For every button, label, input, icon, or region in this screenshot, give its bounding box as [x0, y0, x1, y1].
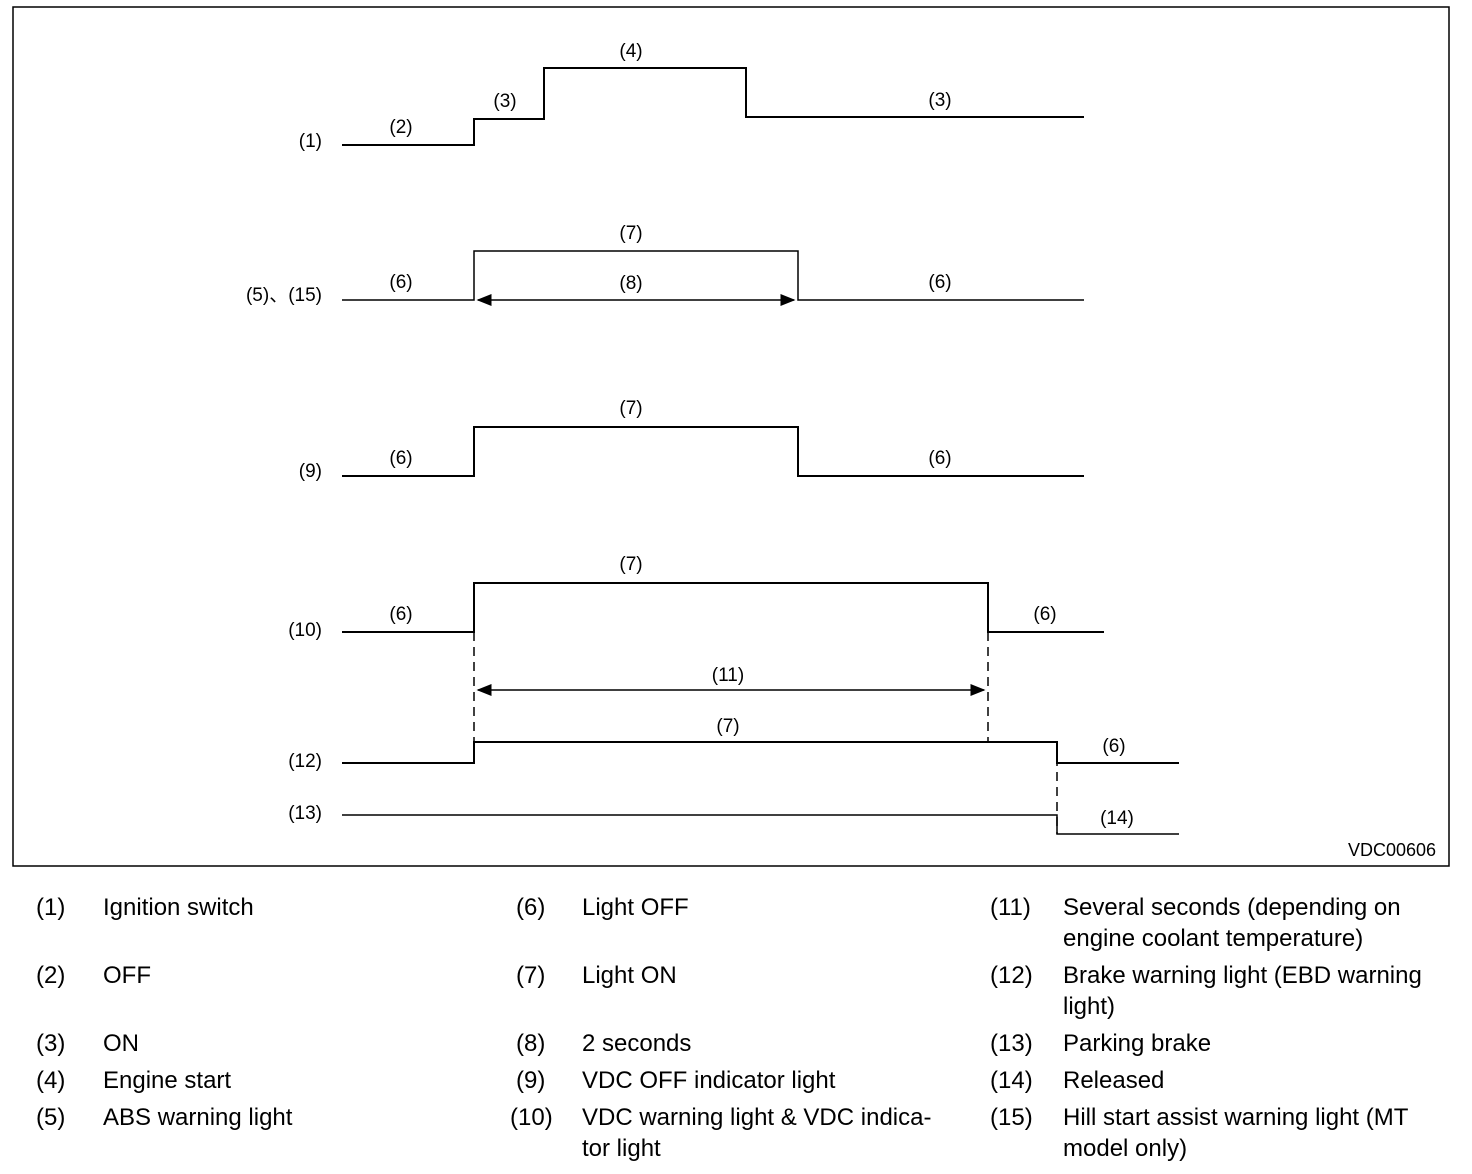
row-label-abs: (5)、(15)	[246, 285, 322, 306]
vdc-warning-waveform	[342, 582, 1104, 633]
legend-number: (7)	[516, 962, 546, 989]
ignition-waveform	[342, 67, 1084, 146]
legend-text: Brake warning light (EBD warning light)	[1063, 962, 1422, 1020]
row-label-parking: (13)	[288, 803, 322, 824]
legend-text: VDC warning light & VDC indica- tor ligh…	[582, 1104, 932, 1162]
state-label-light-on: (7)	[619, 398, 642, 419]
row-label-ignition: (1)	[299, 131, 322, 152]
state-label-light-off: (6)	[389, 272, 412, 293]
legend-number: (14)	[990, 1067, 1033, 1094]
legend-number: (15)	[990, 1104, 1033, 1131]
state-label-light-off: (6)	[1102, 736, 1125, 757]
parking-waveform	[342, 814, 1179, 835]
state-label-light-on: (7)	[619, 554, 642, 575]
state-label-light-on: (7)	[619, 223, 642, 244]
legend-text: Released	[1063, 1067, 1165, 1094]
legend-number: (11)	[990, 894, 1031, 921]
abs-waveform	[342, 250, 1084, 301]
duration-label-several-seconds: (11)	[712, 665, 744, 686]
legend-text: VDC OFF indicator light	[582, 1067, 836, 1094]
state-label-on: (3)	[493, 91, 516, 112]
legend-text: Several seconds (depending on engine coo…	[1063, 894, 1401, 952]
legend-text: Ignition switch	[103, 894, 254, 921]
legend-text: ABS warning light	[103, 1104, 293, 1131]
legend-number: (9)	[516, 1067, 546, 1094]
legend-number: (13)	[990, 1030, 1033, 1057]
legend-number: (10)	[510, 1104, 553, 1131]
state-label-light-off: (6)	[928, 272, 951, 293]
diagram-frame	[12, 6, 1450, 867]
legend-text: Hill start assist warning light (MT mode…	[1063, 1104, 1408, 1162]
state-label-engine-start: (4)	[619, 41, 642, 62]
legend-text: 2 seconds	[582, 1030, 692, 1057]
state-label-on: (3)	[928, 90, 951, 111]
duration-label-two-seconds: (8)	[619, 273, 642, 294]
legend-number: (5)	[36, 1104, 66, 1131]
vdc-off-waveform	[342, 426, 1084, 477]
legend-text: Engine start	[103, 1067, 232, 1094]
state-label-light-on: (7)	[716, 716, 739, 737]
legend-number: (8)	[516, 1030, 546, 1057]
diagram-code: VDC00606	[1348, 840, 1436, 860]
row-label-vdc-warning: (10)	[288, 620, 322, 641]
legend-number: (3)	[36, 1030, 66, 1057]
legend-text: OFF	[103, 962, 151, 989]
state-label-light-off: (6)	[928, 448, 951, 469]
state-label-light-off: (6)	[389, 448, 412, 469]
state-label-light-off: (6)	[1033, 604, 1056, 625]
legend-number: (4)	[36, 1067, 66, 1094]
state-label-off: (2)	[389, 117, 412, 138]
timing-diagram: (1) (2) (3) (4) (3) (5)、(15) (6) (7) (8)…	[12, 6, 1450, 867]
brake-waveform	[342, 741, 1179, 764]
row-label-vdc-off: (9)	[299, 461, 322, 482]
legend-text: Light ON	[582, 962, 677, 989]
state-label-light-off: (6)	[389, 604, 412, 625]
row-label-brake: (12)	[288, 751, 322, 772]
legend-number: (6)	[516, 894, 546, 921]
legend-number: (12)	[990, 962, 1033, 989]
legend-text: Light OFF	[582, 894, 689, 921]
legend-number: (2)	[36, 962, 66, 989]
legend-text: ON	[103, 1030, 139, 1057]
state-label-released: (14)	[1100, 808, 1134, 829]
legend-number: (1)	[36, 894, 66, 921]
legend-text: Parking brake	[1063, 1030, 1212, 1057]
